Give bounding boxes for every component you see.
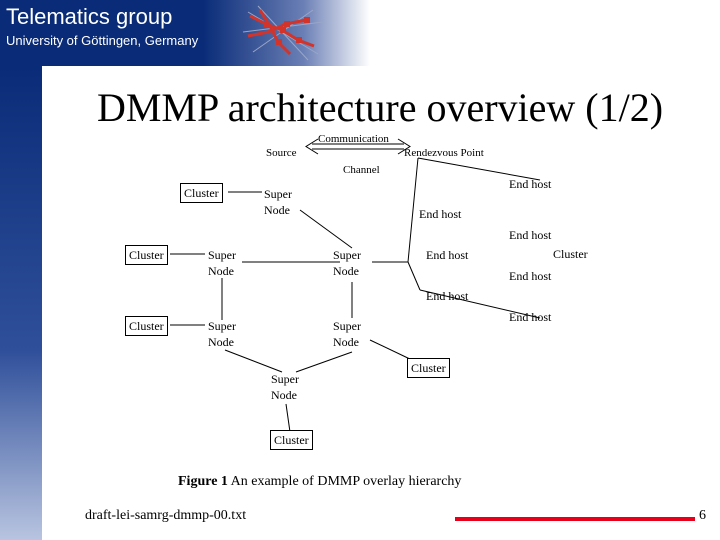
cluster-node: Cluster xyxy=(270,430,313,450)
footer-filename: draft-lei-samrg-dmmp-00.txt xyxy=(85,508,247,523)
end-host-label: End host xyxy=(419,207,462,221)
slide-title: DMMP architecture overview (1/2) xyxy=(96,85,664,130)
cluster-node: Cluster xyxy=(125,245,168,265)
header-subtitle: University of Göttingen, Germany xyxy=(6,33,199,48)
left-accent-bar xyxy=(0,66,42,540)
cluster-node: Cluster xyxy=(180,183,223,203)
header-title: Telematics group xyxy=(6,4,173,29)
end-host-label: End host xyxy=(509,228,552,242)
source-label: Source xyxy=(266,147,297,159)
channel-label: Channel xyxy=(343,164,380,176)
communication-label: Communication xyxy=(318,133,389,145)
header-gradient xyxy=(0,0,370,66)
end-host-label: End host xyxy=(426,289,469,303)
cluster-node: Cluster xyxy=(125,316,168,336)
cluster-node: Cluster xyxy=(407,358,450,378)
end-host-label: End host xyxy=(509,177,552,191)
cluster-label: Cluster xyxy=(553,247,588,261)
figure-caption: Figure 1 An example of DMMP overlay hier… xyxy=(178,474,462,489)
end-host-label: End host xyxy=(509,269,552,283)
slide-header: Telematics group University of Göttingen… xyxy=(0,0,720,66)
network-logo-icon xyxy=(242,5,324,61)
end-host-label: End host xyxy=(509,310,552,324)
end-host-label: End host xyxy=(426,248,469,262)
rendezvous-point-label: Rendezvous Point xyxy=(404,147,484,159)
footer-accent-bar xyxy=(455,517,695,521)
page-number: 6 xyxy=(699,508,706,523)
